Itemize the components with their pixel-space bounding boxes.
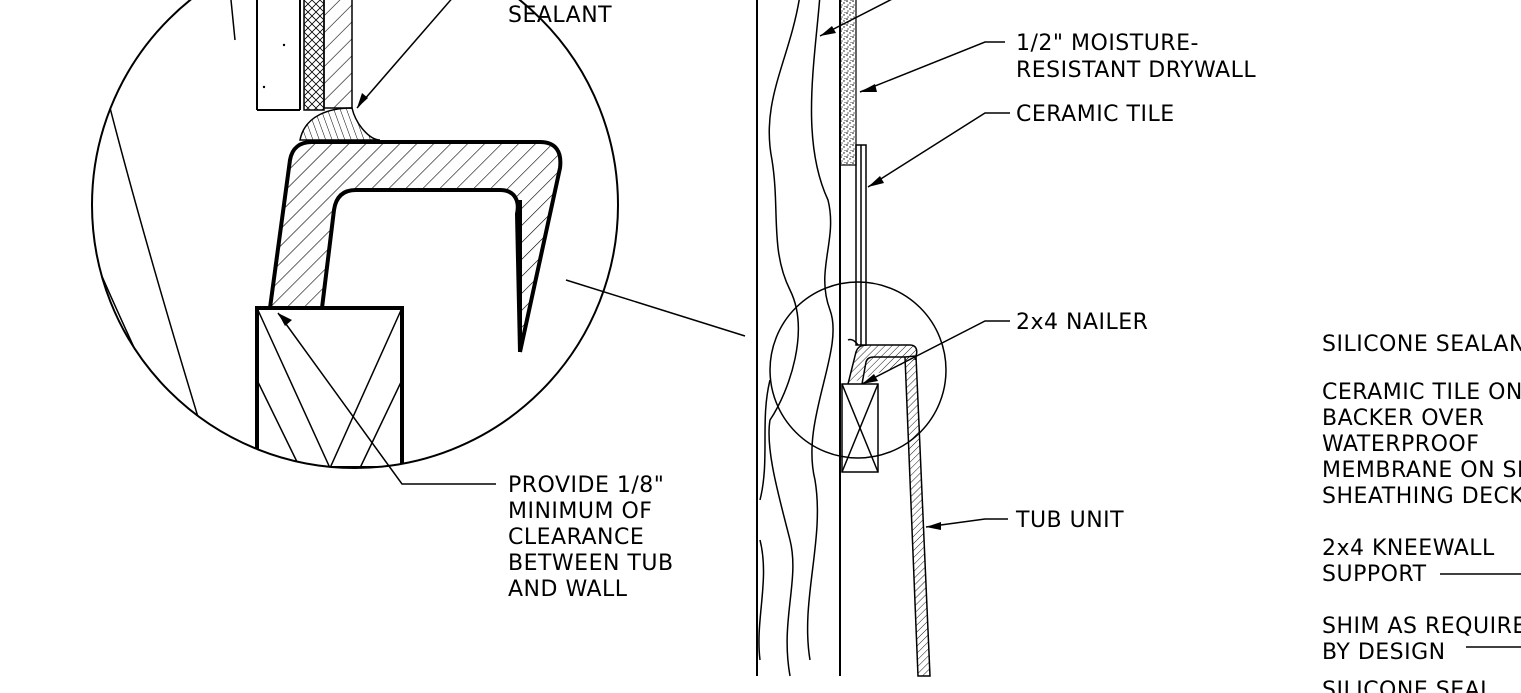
sealant-arrowhead — [357, 93, 368, 108]
right-note-kneewall-line: 2x4 KNEEWALL — [1322, 536, 1495, 561]
sealant-leader — [356, 0, 452, 109]
right-note-silicone-sealant: SILICONE SEALANT — [1322, 332, 1521, 357]
right-note-ceramic-line: BACKER OVER — [1322, 406, 1484, 431]
clearance-line: AND WALL — [508, 577, 628, 602]
wall-section — [756, 0, 947, 677]
enlarged-detail-circle — [91, 0, 619, 469]
tub-leader — [925, 518, 1008, 528]
clearance-line: BETWEEN TUB — [508, 551, 674, 576]
clearance-leader — [277, 312, 496, 485]
ceramic-tile-label: CERAMIC TILE — [1016, 102, 1175, 127]
tile-leader — [867, 112, 1010, 188]
drywall-label-line2: RESISTANT DRYWALL — [1016, 58, 1256, 83]
right-note-ceramic-line: MEMBRANE ON SHEATHING — [1322, 458, 1521, 483]
clearance-note: PROVIDE 1/8" MINIMUM OF CLEARANCE BETWEE… — [508, 473, 674, 602]
right-notes: SILICONE SEALANT CERAMIC TILE ON BACKER … — [1322, 332, 1521, 693]
nailer-leader — [861, 320, 1010, 385]
clearance-arrowhead — [278, 313, 292, 326]
right-note-ceramic-line: SHEATHING DECK — [1322, 484, 1521, 509]
clearance-line: MINIMUM OF — [508, 499, 652, 524]
drywall-label-line1: 1/2" MOISTURE- — [1016, 31, 1199, 56]
drywall-leader — [859, 41, 1005, 93]
right-note-kneewall-line: SUPPORT — [1322, 562, 1427, 587]
right-note-ceramic-line: WATERPROOF — [1322, 432, 1479, 457]
clearance-line: CLEARANCE — [508, 525, 644, 550]
detail-callout-leader — [565, 279, 746, 337]
right-note-silicone-seal: SILICONE SEAL — [1322, 678, 1493, 693]
right-note-shim-line: BY DESIGN — [1322, 640, 1446, 665]
right-note-ceramic-line: CERAMIC TILE ON — [1322, 380, 1521, 405]
sealant-label: SEALANT — [508, 3, 612, 28]
clearance-line: PROVIDE 1/8" — [508, 473, 664, 498]
nailer-label: 2x4 NAILER — [1016, 310, 1148, 335]
tub-unit-label: TUB UNIT — [1015, 508, 1124, 533]
right-note-shim-line: SHIM AS REQUIRED — [1322, 614, 1521, 639]
